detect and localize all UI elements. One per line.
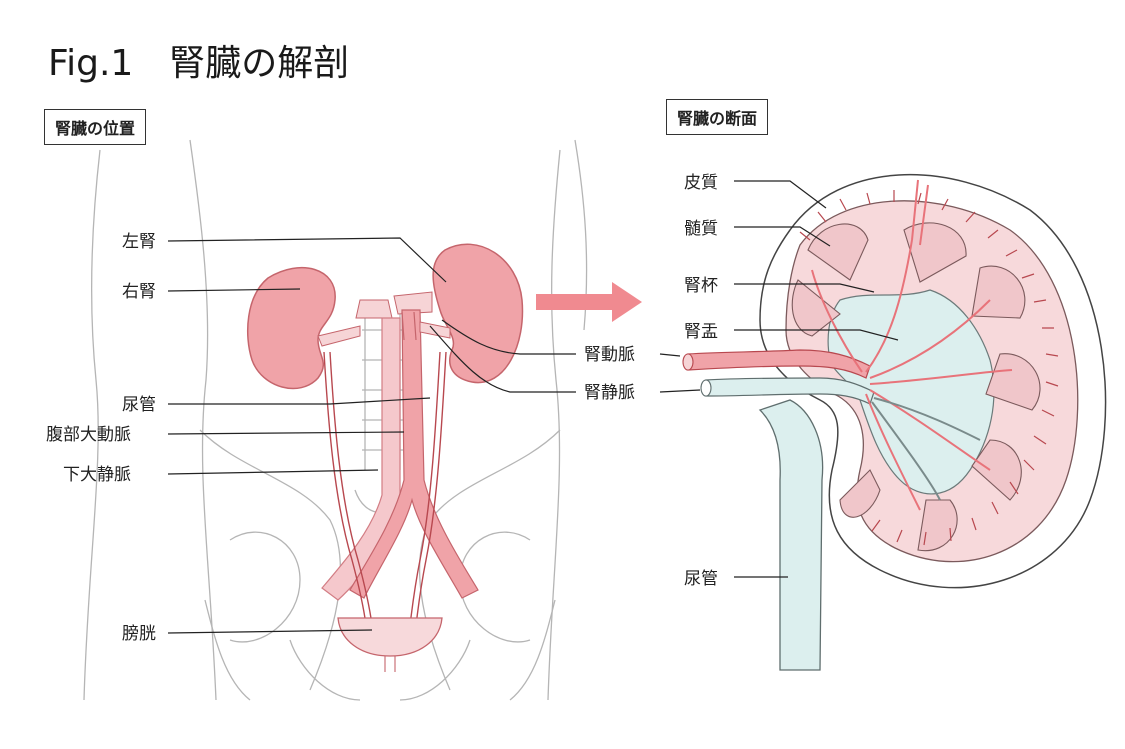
bladder bbox=[338, 618, 442, 656]
label-renal-vein: 腎静脈 bbox=[584, 383, 635, 403]
label-inferior-vena-cava: 下大静脈 bbox=[63, 465, 131, 485]
label-bladder: 膀胱 bbox=[122, 624, 156, 644]
right-kidney bbox=[248, 268, 335, 389]
inferior-vena-cava bbox=[322, 318, 400, 600]
label-medulla: 髄質 bbox=[684, 219, 718, 239]
label-right-kidney: 右腎 bbox=[122, 282, 156, 302]
ureter-section bbox=[760, 400, 823, 670]
label-pelvis: 腎盂 bbox=[684, 322, 718, 342]
label-abdominal-aorta: 腹部大動脈 bbox=[46, 425, 131, 445]
label-ureter-section: 尿管 bbox=[684, 569, 718, 589]
label-calyx: 腎杯 bbox=[684, 276, 718, 296]
label-ureter-position: 尿管 bbox=[122, 395, 156, 415]
label-left-kidney: 左腎 bbox=[122, 232, 156, 252]
label-cortex: 皮質 bbox=[684, 173, 718, 193]
label-renal-artery: 腎動脈 bbox=[584, 345, 635, 365]
left-kidney bbox=[433, 244, 522, 382]
